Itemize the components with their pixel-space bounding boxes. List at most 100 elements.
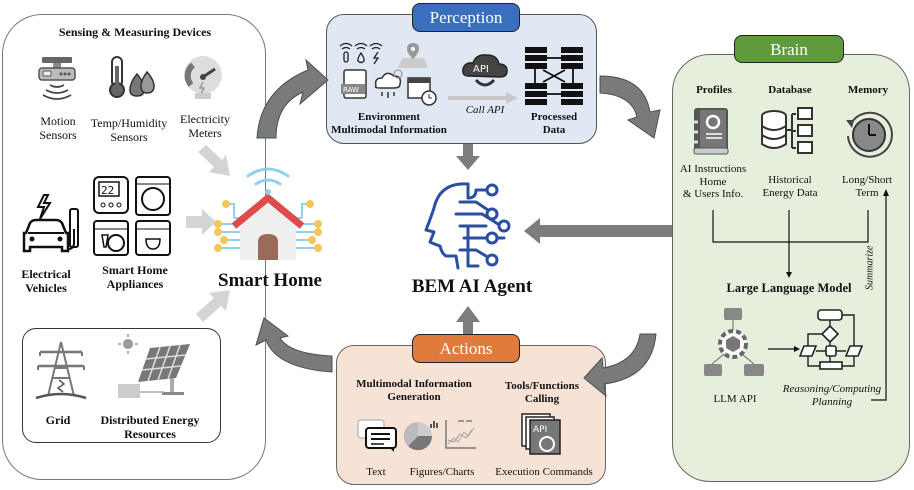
label-line: Processed: [530, 111, 578, 123]
execution-commands-label: Execution Commands: [495, 466, 593, 478]
text-chat-icon: [357, 419, 397, 452]
label-line: Smart Home: [102, 263, 168, 277]
ev-label: Electrical Vehicles: [14, 267, 78, 296]
der-label: Distributed Energy Resources: [92, 413, 208, 442]
actions-panel: [336, 345, 606, 485]
api-cloud-icon: API: [462, 54, 508, 87]
arrow-actions-to-home: [255, 317, 333, 373]
call-api-label: Call API: [465, 104, 505, 116]
appliances-icon: 22: [93, 176, 171, 256]
label-line: Appliances: [106, 276, 164, 291]
smart-home-icon: [214, 167, 322, 260]
profile-book-icon: [693, 108, 729, 155]
appliances-label: Smart Home Appliances: [90, 263, 180, 292]
label-line: Motion: [40, 114, 76, 128]
label-line: Energy Data: [762, 186, 818, 199]
call-api-arrow: [448, 92, 518, 104]
ai-head-icon: [424, 182, 511, 270]
memory-desc: Long/Short Term: [836, 174, 898, 199]
map-pin-icon: [398, 43, 428, 68]
wireless-sensors-icon: [339, 42, 383, 65]
label-line: Generation: [387, 390, 441, 403]
label-line: Sensors: [110, 129, 148, 144]
label-line: Calling: [524, 392, 560, 405]
agent-label: BEM AI Agent: [411, 276, 533, 297]
motion-sensors-label: Motion Sensors: [30, 114, 86, 143]
svg-text:RAW: RAW: [343, 86, 359, 94]
arrow-perception-to-brain: [599, 75, 661, 139]
label-line: Multimodal Information: [331, 123, 447, 136]
thermometer-icon: [109, 56, 155, 98]
label-line: Tools/Functions: [504, 380, 580, 392]
arrow-brain-to-agent: [524, 218, 676, 244]
ev-charging-icon: [22, 194, 79, 253]
arrow-brain-to-actions: [583, 333, 657, 398]
arrow-actions-to-agent: [456, 306, 480, 344]
label-line: Resources: [124, 426, 176, 441]
text-output-label: Text: [366, 466, 386, 478]
electricity-meters-label: Electricity Meters: [172, 112, 238, 141]
svg-text:22: 22: [101, 184, 114, 197]
api-execution-icon: API: [521, 413, 561, 455]
database-title: Database: [768, 84, 812, 96]
figures-output-label: Figures/Charts: [409, 466, 475, 478]
label-line: Temp/Humidity: [90, 116, 168, 130]
arrow-energy-to-home: [196, 290, 230, 322]
label-line: Reasoning/Computing: [782, 383, 882, 395]
label-line: Home: [699, 175, 727, 188]
label-line: Electricity: [180, 112, 230, 126]
env-multimodal-label: Environment Multimodal Information: [330, 111, 448, 136]
label-line: Planning: [811, 395, 853, 408]
reasoning-label: Reasoning/Computing Planning: [776, 383, 888, 408]
power-tower-icon: [35, 341, 87, 400]
profiles-title: Profiles: [696, 84, 732, 96]
arrow-appliances-to-home: [186, 209, 216, 235]
perception-title: Perception: [412, 3, 520, 32]
database-desc: Historical Energy Data: [752, 174, 828, 199]
perception-panel: [326, 14, 597, 144]
label-line: Electrical: [21, 267, 71, 281]
label-line: Historical: [768, 174, 812, 186]
label-line: Sensors: [39, 127, 77, 142]
label-line: AI Instructions: [679, 163, 747, 175]
arrow-sensing-to-home: [198, 145, 230, 176]
llm-api-label: LLM API: [713, 393, 757, 405]
smart-home-label: Smart Home: [218, 270, 322, 291]
label-line: Environment: [357, 111, 421, 123]
tools-title: Tools/Functions Calling: [492, 380, 592, 405]
database-icon: [761, 107, 813, 154]
env-data-icons: RAW: [339, 42, 437, 106]
svg-text:API: API: [473, 64, 489, 75]
profiles-desc: AI Instructions Home & Users Info.: [674, 163, 752, 201]
label-line: & Users Info.: [682, 188, 744, 201]
brain-title: Brain: [734, 35, 844, 63]
label-line: Meters: [188, 125, 222, 140]
svg-text:API: API: [533, 425, 547, 435]
motion-sensor-icon: [38, 57, 76, 100]
line-chart-icon: [445, 420, 476, 449]
processed-data-label: Processed Data: [520, 111, 588, 136]
energy-sources-panel: [22, 328, 221, 443]
memory-title: Memory: [847, 84, 889, 96]
arrow-perception-to-agent: [456, 144, 480, 170]
label-line: Distributed Energy: [100, 413, 200, 427]
label-line: Long/Short: [841, 174, 893, 186]
label-line: Data: [542, 123, 566, 136]
label-line: Multimodal Information: [356, 378, 472, 390]
llm-api-icon: [704, 308, 764, 376]
llm-title: Large Language Model: [726, 281, 852, 295]
processed-data-icon: [525, 47, 583, 105]
sensing-title: Sensing & Measuring Devices: [58, 25, 212, 39]
solar-panel-icon: [118, 334, 190, 398]
actions-title: Actions: [412, 334, 520, 363]
calendar-icon: [407, 77, 437, 106]
pie-chart-icon: [403, 421, 438, 451]
raw-file-icon: RAW: [341, 69, 367, 99]
memory-clock-icon: [846, 111, 893, 158]
label-line: Vehicles: [25, 280, 67, 295]
